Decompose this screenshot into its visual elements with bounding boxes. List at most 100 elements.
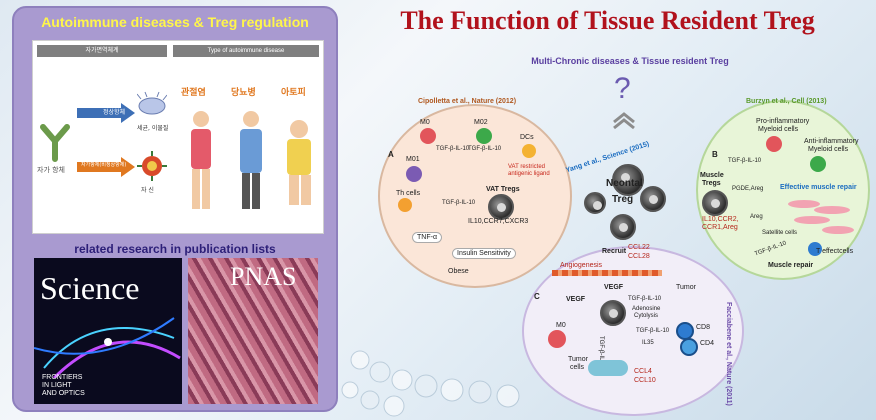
pnas-masthead: PNAS xyxy=(230,262,297,291)
insulin-sensitivity-box: Insulin Sensitivity xyxy=(452,248,516,259)
science-caption-line-1: FRONTIERS xyxy=(42,374,83,381)
treg-cell-bottom xyxy=(610,214,636,240)
tnf-box: TNF-α xyxy=(412,232,442,243)
adenosine-line-1: Adenosine xyxy=(632,306,661,312)
pnas-tissue-image xyxy=(188,258,318,404)
panel-a-letter: A xyxy=(388,150,394,159)
vat-treg-cell xyxy=(488,194,514,220)
panel-c-letter: C xyxy=(534,292,540,301)
m01-label: M01 xyxy=(406,156,420,163)
m0-cell-a xyxy=(420,128,436,144)
muscle-markers-line-2: CCR1,Areg xyxy=(702,224,738,231)
m02-cell xyxy=(476,128,492,144)
autoantibody-label: 자가 항체 xyxy=(37,166,65,174)
tumor-cells-line-1: Tumor xyxy=(568,356,588,363)
tgf-label-a3: TGF-β-IL-10 xyxy=(442,200,476,206)
self-label: 자 신 xyxy=(141,187,154,194)
ccl10-label: CCL10 xyxy=(634,377,656,384)
autoantibody-arrow xyxy=(77,157,135,177)
autoimmune-system-header: 자가면역체계 xyxy=(37,45,167,57)
ccl28-label: CCL28 xyxy=(628,253,650,260)
angiogenesis-label: Angiogenesis xyxy=(560,262,603,269)
vat-markers-label: IL10,CCR7,CXCR3 xyxy=(468,218,529,225)
muscle-repair-label: Muscle repair xyxy=(768,262,814,269)
autoimmune-panel: Autoimmune diseases & Treg regulation 자가… xyxy=(12,6,338,412)
pgde-label: PGDE,Areg xyxy=(732,186,764,192)
dna-background-graphic xyxy=(341,350,520,417)
science-journal-cover: Science FRONTIERS IN LIGHT AND OPTICS xyxy=(34,258,182,404)
cd4-cell xyxy=(680,338,698,356)
vat-tregs-label: VAT Tregs xyxy=(486,186,520,193)
science-light-graphic xyxy=(34,317,181,378)
pro-inflammatory-cell xyxy=(766,136,782,152)
science-masthead: Science xyxy=(40,270,140,306)
recruit-label: Recruit xyxy=(602,248,627,255)
vat-antigen-line-2: antigenic ligand xyxy=(508,171,550,177)
science-cover-caption: FRONTIERS IN LIGHT AND OPTICS xyxy=(42,374,85,398)
burzyn-reference: Burzyn et al., Cell (2013) xyxy=(746,98,827,105)
th-cells-label: Th cells xyxy=(396,190,421,197)
autoimmune-illustration-box: 자가면역체계 Type of autoimmune disease 자가 항체 … xyxy=(32,40,324,234)
dcs-label: DCs xyxy=(520,134,534,141)
tumor-cells-line-2: cells xyxy=(570,364,585,371)
anti-inflammatory-line-1: Anti-inflammatory xyxy=(804,138,859,145)
bacteria-label: 세균, 이물질 xyxy=(137,125,169,132)
vegf-label-2: VEGF xyxy=(604,284,624,291)
normal-antibody-arrow xyxy=(77,103,135,123)
vat-antigen-line-1: VAT restricted xyxy=(508,164,546,170)
cd4-label: CD4 xyxy=(700,340,715,347)
anti-inflammatory-cell xyxy=(810,156,826,172)
tumor-cell-cluster xyxy=(588,360,628,376)
diabetes-label: 당뇨병 xyxy=(231,88,256,98)
m0-cell-c xyxy=(548,330,566,348)
panel-b-letter: B xyxy=(712,150,718,159)
muscle-repair-circle xyxy=(696,100,870,280)
angiogenesis-vessel xyxy=(552,270,662,276)
cd8-label: CD8 xyxy=(696,324,711,331)
abnormal-antibody-label: 자가항체(비정상항체) xyxy=(81,162,127,168)
tumor-label: Tumor xyxy=(676,284,696,291)
obese-label: Obese xyxy=(448,268,469,275)
tgf-label-a1: TGF-β-IL-10 xyxy=(436,146,470,152)
treg-label: Treg xyxy=(612,194,634,205)
m0-label-a: M0 xyxy=(420,119,430,126)
cipolletta-reference: Cipolletta et al., Nature (2012) xyxy=(418,98,517,105)
arthritis-label: 관절염 xyxy=(181,88,206,98)
dendritic-cell xyxy=(522,144,536,158)
t-effector-cell xyxy=(808,242,822,256)
m0-label-c: M0 xyxy=(556,322,566,329)
tgf-label-a2: TGF-β-IL-10 xyxy=(468,146,502,152)
bacteria-icon xyxy=(137,91,167,115)
muscle-markers-line-1: IL10,CCR2, xyxy=(702,216,739,223)
effective-repair-label: Effective muscle repair xyxy=(780,184,857,191)
areg-label: Areg xyxy=(750,214,763,220)
pnas-journal-cover: PNAS xyxy=(188,258,318,404)
neonatal-label: Neontal xyxy=(606,178,643,189)
facciabene-reference: Facciabene et al., Nature (2011) xyxy=(725,302,732,406)
self-cell-icon xyxy=(137,151,167,181)
muscle-tregs-line-1: Muscle xyxy=(700,172,724,179)
m01-cell xyxy=(406,166,422,182)
atopy-label: 아토피 xyxy=(281,88,306,98)
pro-inflammatory-line-1: Pro-inflammatory xyxy=(756,118,810,125)
atopy-person-illustration xyxy=(287,120,311,205)
ccl4-label: CCL4 xyxy=(634,368,652,375)
science-caption-line-2: IN LIGHT xyxy=(42,382,72,389)
tgf-label-b1: TGF-β-IL-10 xyxy=(728,158,762,164)
chevron-up-icon xyxy=(613,112,635,130)
il35-label: IL35 xyxy=(642,340,654,346)
cd8-cell xyxy=(676,322,694,340)
treg-cell-left xyxy=(584,192,606,214)
normal-antibody-label: 정상항체 xyxy=(103,109,126,116)
tgf-label-c1: TGF-β-IL-10 xyxy=(628,296,662,302)
related-research-title: related research in publication lists xyxy=(74,242,276,256)
autoimmune-panel-title: Autoimmune diseases & Treg regulation xyxy=(41,14,309,30)
main-subtitle: Multi-Chronic diseases & Tissue resident… xyxy=(531,56,729,66)
treg-cell-top xyxy=(612,164,644,196)
muscle-tregs-line-2: Tregs xyxy=(702,180,721,187)
disease-type-header: Type of autoimmune disease xyxy=(173,45,319,57)
m02-label: M02 xyxy=(474,119,488,126)
arthritis-person-illustration xyxy=(191,111,211,209)
diabetes-person-illustration xyxy=(240,111,262,209)
